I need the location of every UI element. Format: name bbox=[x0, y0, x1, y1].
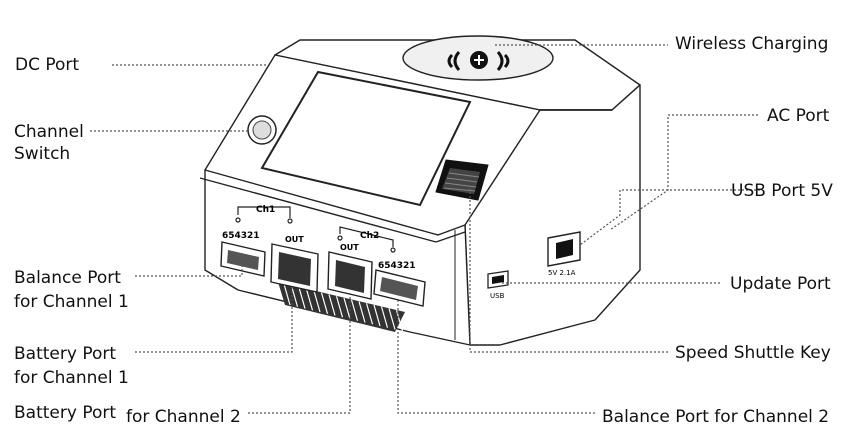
vent-slat bbox=[290, 285, 299, 307]
channel-switch-button[interactable] bbox=[247, 115, 277, 145]
label-usb-port-5v: USB Port 5V bbox=[731, 181, 833, 201]
vent-slat bbox=[373, 304, 381, 327]
leader-speed-shuttle bbox=[469, 188, 668, 353]
balance-port-ch2[interactable] bbox=[373, 269, 426, 307]
label-dc-port: DC Port bbox=[15, 55, 80, 75]
ch2-bracket bbox=[337, 226, 396, 253]
ch1-marking: Ch1 bbox=[256, 205, 275, 215]
label-battery-port-ch1: Battery Port for Channel 1 bbox=[14, 344, 129, 388]
display-screen bbox=[260, 70, 472, 207]
vent-grille bbox=[278, 282, 405, 332]
usb-port[interactable] bbox=[547, 231, 581, 267]
leader-lines bbox=[90, 44, 760, 414]
ch2-marking: Ch2 bbox=[360, 231, 379, 241]
vent-slat bbox=[335, 296, 344, 318]
label-battery-port-ch2-b: for Channel 2 bbox=[126, 407, 241, 427]
vent-slat bbox=[388, 308, 396, 330]
battery-port-ch1[interactable] bbox=[270, 243, 319, 293]
label-speed-shuttle-key: Speed Shuttle Key bbox=[675, 343, 831, 363]
vent-slat bbox=[350, 299, 359, 321]
label-battery-port-ch2-a: Battery Port bbox=[14, 403, 117, 423]
ch1-bracket bbox=[235, 206, 293, 224]
balance-port-ch1[interactable] bbox=[220, 241, 266, 277]
balance-pins-ch2: 654321 bbox=[378, 261, 416, 271]
label-balance-port-ch1: Balance Port for Channel 1 bbox=[14, 268, 129, 312]
leader-balance-ch2 bbox=[397, 300, 596, 414]
vent-slat bbox=[320, 292, 329, 314]
leader-usb-port bbox=[579, 189, 760, 246]
label-balance-port-ch2: Balance Port for Channel 2 bbox=[602, 407, 830, 427]
vent-slat bbox=[365, 303, 374, 325]
vent-slat bbox=[328, 294, 336, 316]
balance-pins-ch1: 654321 bbox=[222, 231, 260, 241]
label-update-port: Update Port bbox=[730, 274, 831, 294]
label-wireless-charging: Wireless Charging bbox=[675, 34, 829, 54]
out-marking-ch1: OUT bbox=[285, 235, 304, 244]
label-channel-switch: Channel Switch bbox=[14, 122, 84, 164]
usb-marking: USB bbox=[490, 292, 505, 300]
vent-slat bbox=[380, 306, 389, 328]
usb-rating-marking: 5V 2.1A bbox=[548, 269, 576, 277]
label-ac-port: AC Port bbox=[767, 106, 830, 126]
vent-slat bbox=[305, 289, 314, 311]
vent-slat bbox=[283, 283, 291, 306]
leader-battery-ch2 bbox=[248, 292, 351, 414]
battery-port-ch2[interactable] bbox=[327, 251, 373, 300]
leader-battery-ch1 bbox=[135, 285, 293, 353]
wireless-charging-pad bbox=[402, 35, 554, 81]
out-marking-ch2: OUT bbox=[340, 243, 359, 252]
vent-slat bbox=[313, 290, 321, 313]
vent-slat bbox=[298, 287, 306, 309]
vent-slat bbox=[343, 297, 351, 320]
update-port[interactable] bbox=[487, 270, 509, 289]
leader-ac-port bbox=[609, 114, 758, 231]
speed-shuttle-key[interactable] bbox=[435, 159, 489, 201]
vent-slat bbox=[358, 301, 366, 323]
